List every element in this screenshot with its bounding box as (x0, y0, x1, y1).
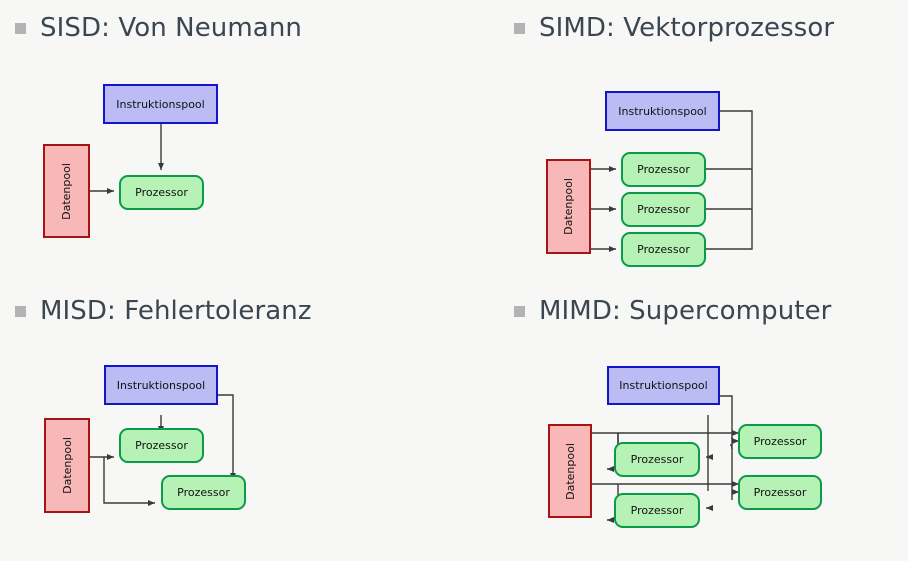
quadrant-sisd: SISD: Von Neumann Instruktionspool Daten… (0, 0, 454, 280)
node-prozessor: Prozessor (621, 192, 706, 227)
bullet-square-icon (15, 22, 26, 34)
wires-sisd (90, 124, 164, 194)
node-datenpool: Datenpool (44, 418, 90, 513)
node-label: Instruktionspool (116, 378, 206, 392)
node-instruktionspool: Instruktionspool (103, 84, 218, 124)
node-label: Datenpool (562, 178, 576, 235)
node-label: Prozessor (637, 163, 690, 176)
node-prozessor: Prozessor (738, 424, 822, 459)
node-label: Datenpool (60, 162, 74, 220)
bullet-square-icon (514, 305, 525, 317)
node-prozessor: Prozessor (621, 152, 706, 187)
node-datenpool: Datenpool (43, 144, 90, 238)
node-label: Prozessor (630, 504, 684, 517)
node-label: Prozessor (630, 453, 684, 466)
node-prozessor: Prozessor (161, 475, 246, 510)
diagram-misd: Instruktionspool Datenpool Prozessor Pro… (0, 280, 454, 561)
node-instruktionspool: Instruktionspool (607, 366, 720, 405)
node-label: Prozessor (637, 243, 690, 256)
node-prozessor: Prozessor (621, 232, 706, 267)
heading-simd: SIMD: Vektorprozessor (514, 15, 834, 41)
heading-mimd: MIMD: Supercomputer (514, 298, 831, 324)
node-prozessor: Prozessor (738, 475, 822, 510)
node-label: Prozessor (753, 486, 807, 499)
quadrant-misd: MISD: Fehlertoleranz Instruktionsp (0, 280, 454, 541)
node-instruktionspool: Instruktionspool (605, 91, 720, 131)
node-prozessor: Prozessor (119, 175, 204, 210)
heading-sisd: SISD: Von Neumann (15, 15, 302, 41)
diagram-simd: Instruktionspool Datenpool Prozessor Pro… (454, 0, 908, 281)
node-label: Instruktionspool (619, 379, 708, 392)
node-label: Datenpool (60, 437, 74, 494)
node-label: Prozessor (135, 186, 188, 199)
heading-mimd-label: MIMD: Supercomputer (539, 296, 832, 326)
bullet-square-icon (15, 305, 26, 317)
heading-misd: MISD: Fehlertoleranz (15, 298, 312, 324)
node-prozessor: Prozessor (614, 442, 700, 477)
heading-misd-label: MISD: Fehlertoleranz (40, 296, 312, 326)
diagram-mimd: Instruktionspool Datenpool Prozessor Pro… (454, 280, 908, 561)
node-instruktionspool: Instruktionspool (104, 365, 218, 405)
node-label: Instruktionspool (618, 104, 707, 118)
node-label: Prozessor (637, 203, 690, 216)
bullet-square-icon (514, 22, 525, 34)
node-label: Prozessor (753, 435, 807, 448)
heading-sisd-label: SISD: Von Neumann (40, 13, 302, 43)
diagram-sisd: Instruktionspool Datenpool Prozessor (0, 0, 454, 281)
node-datenpool: Datenpool (548, 424, 592, 518)
quadrant-simd: SIMD: Vektorprozessor Instruktions (454, 0, 908, 280)
node-label: Instruktionspool (116, 97, 205, 111)
node-prozessor: Prozessor (119, 428, 204, 463)
node-prozessor: Prozessor (614, 493, 700, 528)
node-label: Prozessor (135, 439, 188, 452)
node-datenpool: Datenpool (546, 159, 591, 254)
quadrant-mimd: MIMD: Supercomputer (454, 280, 908, 541)
node-label: Datenpool (563, 442, 577, 500)
node-label: Prozessor (177, 486, 230, 499)
heading-simd-label: SIMD: Vektorprozessor (539, 13, 835, 43)
slide-flynn-taxonomy: SISD: Von Neumann Instruktionspool Daten… (0, 0, 908, 541)
